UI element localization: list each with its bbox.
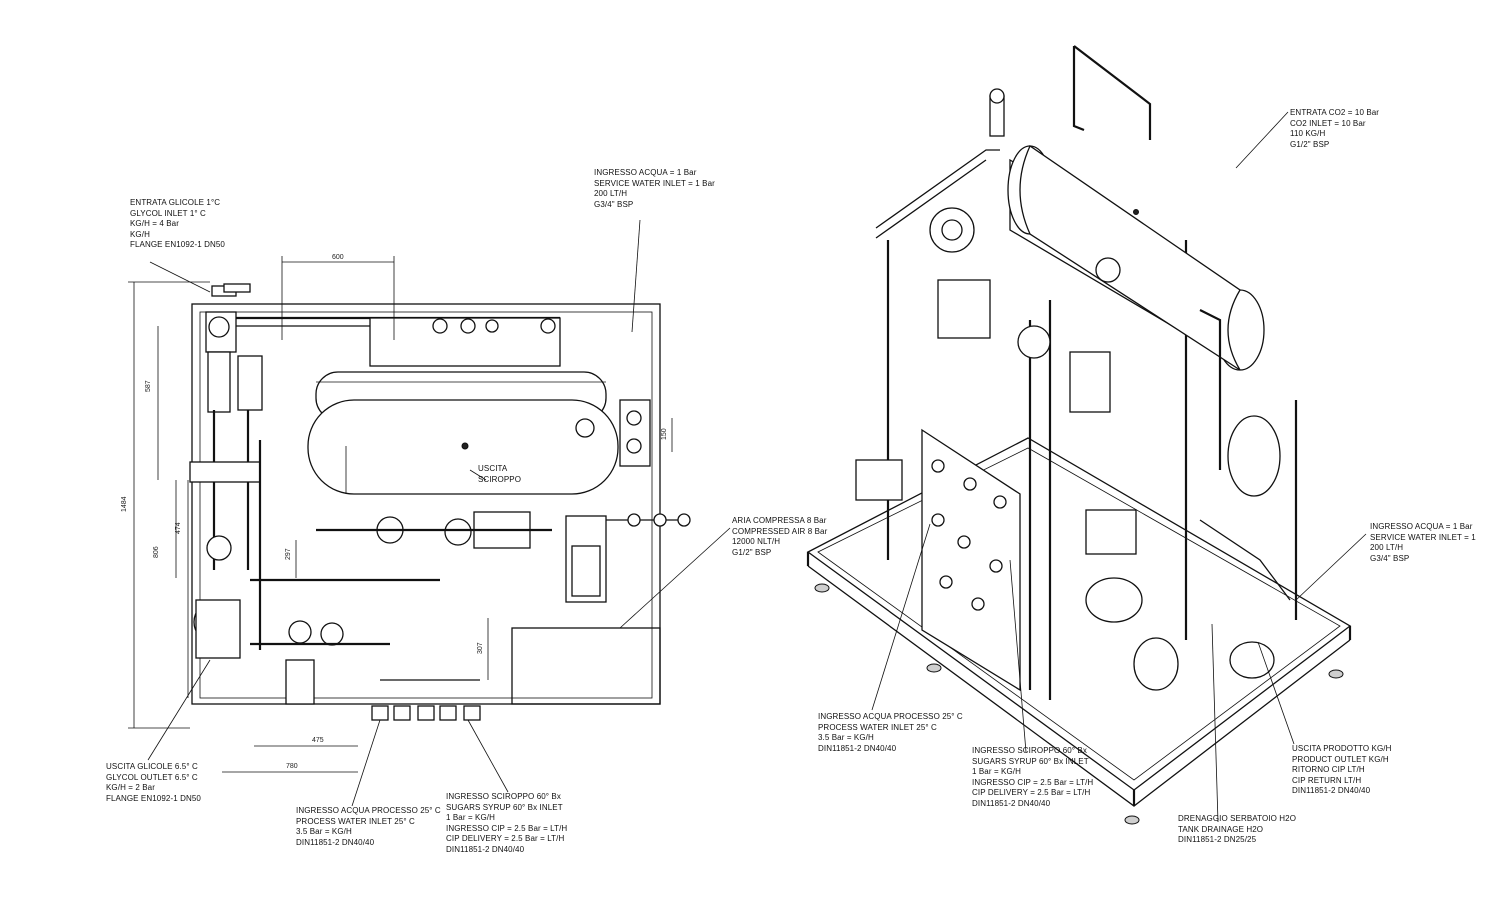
callout-line: PROCESS WATER INLET 25° C <box>818 722 937 732</box>
callout-line: GLYCOL INLET 1° C <box>130 208 206 218</box>
callout-line: DIN11851-2 DN40/40 <box>818 743 897 753</box>
dim-left-upper: 587 <box>145 380 152 392</box>
callout-line: USCITA PRODOTTO KG/H <box>1292 744 1392 753</box>
callout-line: TANK DRAINAGE H2O <box>1178 824 1264 834</box>
callout-line: 1 Bar = KG/H <box>446 813 495 822</box>
dimension-text: 600 587 1484 806 474 297 150 307 475 780 <box>121 254 668 770</box>
dim-top-width: 600 <box>332 254 344 261</box>
callout-line: INGRESSO ACQUA PROCESSO 25° C <box>296 806 441 815</box>
callout-line: CO2 INLET = 10 Bar <box>1290 118 1366 128</box>
callout-line: GLYCOL OUTLET 6.5° C <box>106 772 198 782</box>
callout-line: 200 LT/H <box>1370 543 1404 552</box>
callout-line: 200 LT/H <box>594 189 628 198</box>
callout-line: INGRESSO ACQUA = 1 Bar <box>594 168 697 177</box>
callout-line: INGRESSO SCIROPPO 60° Bx <box>446 792 561 801</box>
callout-line: FLANGE EN1092-1 DN50 <box>130 240 225 249</box>
callout-line: ARIA COMPRESSA 8 Bar <box>732 516 827 525</box>
callout-line: SERVICE WATER INLET = 1 Bar <box>594 178 715 188</box>
callout-line: PRODUCT OUTLET KG/H <box>1292 754 1389 764</box>
callout-line: DIN11851-2 DN40/40 <box>972 798 1051 808</box>
callout-line: PROCESS WATER INLET 25° C <box>296 816 415 826</box>
dim-right-lower: 307 <box>477 642 484 654</box>
dim-bottom-outer: 780 <box>286 763 298 770</box>
callout-line: DIN11851-2 DN40/40 <box>1292 786 1371 795</box>
dim-left-total: 1484 <box>121 496 128 512</box>
callout-line: KG/H = 2 Bar <box>106 783 155 792</box>
dimension-lines <box>128 256 673 773</box>
callout-line: G1/2" BSP <box>732 547 772 557</box>
callout-line: KG/H = 4 Bar <box>130 219 179 228</box>
callout-line: SERVICE WATER INLET = 1 <box>1370 532 1476 542</box>
iso-pump-motor <box>1085 577 1275 691</box>
callout-line: DIN11851-2 DN40/40 <box>296 837 375 847</box>
callout-line: G3/4" BSP <box>1370 553 1410 563</box>
callout-line: DIN11851-2 DN40/40 <box>446 844 525 854</box>
callout-line: FLANGE EN1092-1 DN50 <box>106 793 201 803</box>
plan-leaders <box>147 219 731 807</box>
iso-control-panel <box>921 428 1021 692</box>
callout-line: CIP DELIVERY = 2.5 Bar = LT/H <box>446 834 565 843</box>
callout-line: RITORNO CIP LT/H <box>1292 765 1365 774</box>
callout-line: CIP RETURN LT/H <box>1292 775 1362 785</box>
callout-line: 12000 NLT/H <box>732 537 781 546</box>
dim-bottom-inner: 475 <box>312 737 324 744</box>
dim-right-small: 150 <box>661 428 668 440</box>
callout-line: SCIROPPO <box>478 474 522 484</box>
callout-line: 110 KG/H <box>1290 129 1326 138</box>
isometric-view <box>806 45 1367 825</box>
callout-line: ENTRATA CO2 = 10 Bar <box>1290 108 1380 117</box>
callout-line: SUGARS SYRUP 60° Bx INLET <box>972 756 1089 766</box>
dim-center-mid: 297 <box>285 548 292 560</box>
iso-leaders <box>871 111 1367 823</box>
callout-line: INGRESSO SCIROPPO 60° Bx <box>972 746 1087 755</box>
plan-view <box>128 219 731 807</box>
dim-left-inner: 474 <box>175 522 182 534</box>
callout-line: G1/2" BSP <box>1290 139 1330 149</box>
callout-line: INGRESSO ACQUA PROCESSO 25° C <box>818 712 963 721</box>
callout-line: INGRESSO CIP = 2.5 Bar = LT/H <box>446 823 568 833</box>
callout-line: CIP DELIVERY = 2.5 Bar = LT/H <box>972 788 1091 797</box>
callout-line: DIN11851-2 DN25/25 <box>1178 835 1257 844</box>
callout-line: INGRESSO CIP = 2.5 Bar = LT/H <box>972 777 1094 787</box>
callout-line: USCITA GLICOLE 6.5° C <box>106 762 198 771</box>
callout-line: 1 Bar = KG/H <box>972 767 1021 776</box>
iso-upper-tank <box>1007 145 1265 371</box>
callout-line: INGRESSO ACQUA = 1 Bar <box>1370 522 1473 531</box>
callout-line: G3/4" BSP <box>594 199 634 209</box>
iso-lower-tank <box>1227 415 1281 497</box>
callout-line: ENTRATA GLICOLE 1°C <box>130 198 221 207</box>
callout-line: SUGARS SYRUP 60° Bx INLET <box>446 802 563 812</box>
callout-line: 3.5 Bar = KG/H <box>818 733 874 742</box>
callout-line: KG/H <box>130 229 150 239</box>
callout-line: USCITA <box>478 464 508 473</box>
callout-line: 3.5 Bar = KG/H <box>296 827 352 836</box>
dim-left-mid: 806 <box>153 546 160 558</box>
callout-line: COMPRESSED AIR 8 Bar <box>732 526 828 536</box>
callout-line: DRENAGGIO SERBATOIO H2O <box>1178 814 1297 823</box>
